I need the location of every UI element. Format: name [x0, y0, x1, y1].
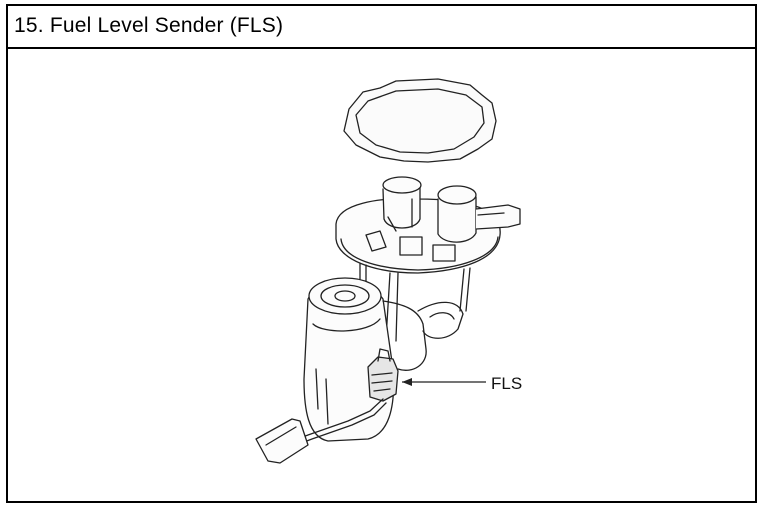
- float-arm: [255, 398, 387, 464]
- figure-frame: 15. Fuel Level Sender (FLS): [6, 4, 757, 503]
- diagram-area: FLS: [8, 49, 755, 501]
- fls-callout: FLS: [402, 374, 522, 393]
- flange-connectors: [365, 176, 521, 262]
- fls-unit: [367, 348, 399, 402]
- fuel-pump-diagram: FLS: [255, 78, 522, 464]
- page-title: 15. Fuel Level Sender (FLS): [14, 14, 284, 37]
- title-bar: 15. Fuel Level Sender (FLS): [8, 6, 755, 49]
- fls-callout-label: FLS: [491, 374, 522, 393]
- gasket-ring: [343, 78, 497, 163]
- reservoir-body: [303, 277, 464, 442]
